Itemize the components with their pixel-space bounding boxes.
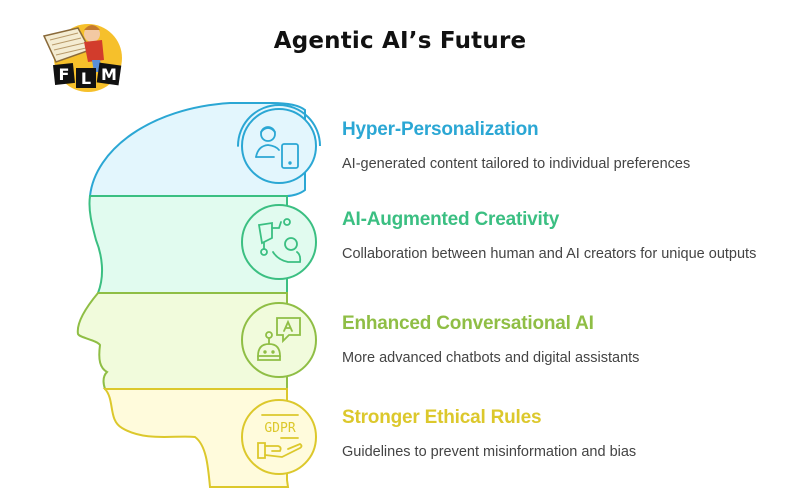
item-hyper-personalization: Hyper-Personalization AI-generated conte… — [342, 119, 762, 174]
item-title: Stronger Ethical Rules — [342, 407, 542, 428]
page-title: Agentic AI’s Future — [273, 28, 527, 54]
svg-text:M: M — [101, 65, 117, 84]
svg-text:GDPR: GDPR — [264, 421, 295, 436]
chatbot-icon — [257, 317, 301, 361]
flm-logo: F L M — [42, 24, 122, 92]
band-hyper-personalization — [88, 102, 321, 197]
logo-letters: F L M — [53, 62, 122, 88]
user-with-tablet-icon — [255, 126, 299, 169]
band-ai-augmented-creativity — [88, 195, 317, 294]
item-title: AI-Augmented Creativity — [342, 209, 560, 230]
item-description: More advanced chatbots and digital assis… — [342, 350, 640, 366]
human-ai-collaboration-icon — [257, 218, 302, 263]
svg-text:L: L — [81, 69, 91, 88]
item-description: AI-generated content tailored to individ… — [342, 156, 691, 172]
item-title: Enhanced Conversational AI — [342, 313, 594, 334]
item-ai-augmented-creativity: AI-Augmented Creativity Collaboration be… — [342, 209, 762, 264]
child-reading-icon — [84, 25, 104, 72]
band-stronger-ethical-rules — [102, 388, 317, 488]
item-title: Hyper-Personalization — [342, 119, 539, 140]
gdpr-hand-icon: GDPR — [257, 414, 303, 459]
band-enhanced-conversational-ai — [76, 292, 317, 390]
item-enhanced-conversational-ai: Enhanced Conversational AI More advanced… — [342, 313, 762, 368]
item-description: Collaboration between human and AI creat… — [342, 246, 757, 262]
svg-text:F: F — [59, 65, 70, 84]
item-stronger-ethical-rules: Stronger Ethical Rules Guidelines to pre… — [342, 407, 762, 462]
item-description: Guidelines to prevent misinformation and… — [342, 444, 637, 460]
